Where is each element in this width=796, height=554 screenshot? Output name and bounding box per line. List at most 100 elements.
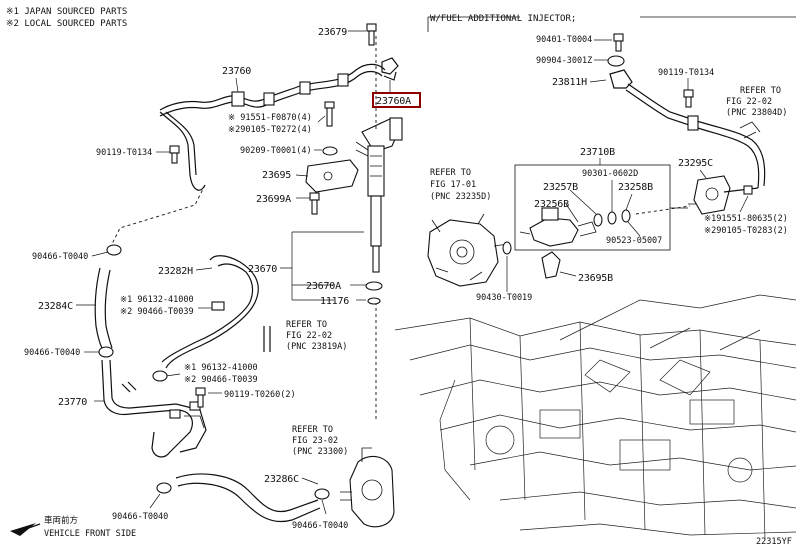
label-90105-T0272[interactable]: ※290105-T0272(4): [228, 125, 312, 135]
label-90119-T0134-right[interactable]: 90119-T0134: [658, 68, 714, 78]
label-23760A[interactable]: 23760A: [376, 96, 411, 107]
ref-23-02-line3: (PNC 23300): [292, 447, 348, 457]
label-90523-05007[interactable]: 90523-05007: [606, 236, 662, 246]
label-23679[interactable]: 23679: [318, 27, 347, 38]
label-90904-3001Z[interactable]: 90904-3001Z: [536, 56, 592, 66]
ref-22-02-top-line1[interactable]: REFER TO: [740, 86, 781, 96]
hose-23286C: [175, 473, 321, 523]
pipe-23770: [101, 359, 207, 458]
label-23256B[interactable]: 23256B: [534, 199, 569, 210]
fuel-pump-illustration: [340, 447, 395, 528]
injector-23670: [355, 117, 403, 273]
ref-17-01-line2[interactable]: FIG 17-01: [430, 180, 476, 190]
label-90105-T0283[interactable]: ※290105-T0283(2): [704, 226, 788, 236]
engine-block-illustration: [394, 294, 796, 541]
filter-housing-illustration: [427, 213, 509, 287]
label-23286C[interactable]: 23286C: [264, 474, 299, 485]
ref-22-02-top-line2[interactable]: FIG 22-02: [726, 97, 772, 107]
label-23770[interactable]: 23770: [58, 397, 87, 408]
label-23760[interactable]: 23760: [222, 66, 251, 77]
clamp-90466-c: [156, 482, 172, 494]
label-90301-0602D[interactable]: 90301-0602D: [582, 169, 638, 179]
label-23257B[interactable]: 23257B: [543, 182, 578, 193]
label-90466-T0040-a[interactable]: 90466-T0040: [32, 252, 88, 262]
legend-note-japan: ※1 JAPAN SOURCED PARTS: [6, 7, 127, 17]
additional-injector-23256B: [519, 207, 597, 247]
label-90466-T0039-b[interactable]: ※2 90466-T0039: [184, 375, 258, 385]
legend-note-local: ※2 LOCAL SOURCED PARTS: [6, 19, 127, 29]
label-23811H[interactable]: 23811H: [552, 77, 587, 88]
label-90430-T0019[interactable]: 90430-T0019: [476, 293, 532, 303]
ref-22-02-mid-line3: (PNC 23819A): [286, 342, 347, 352]
label-91551-F0870[interactable]: ※ 91551-F0870(4): [228, 113, 312, 123]
vehicle-front-arrow-icon: [10, 523, 41, 536]
clamp-23695: [305, 159, 359, 193]
label-91551-80635[interactable]: ※191551-80635(2): [704, 214, 788, 224]
ref-22-02-top-line3: (PNC 23804D): [726, 108, 787, 118]
bolt-90119-T0260: [195, 387, 206, 408]
valve-23295C: [670, 175, 759, 215]
clamp-90466-a: [106, 244, 122, 256]
label-90466-T0040-d[interactable]: 90466-T0040: [292, 521, 348, 531]
ref-17-01-line3: (PNC 23235D): [430, 192, 491, 202]
ref-23-02-line1[interactable]: REFER TO: [292, 425, 333, 435]
clamp-96132-b: [152, 370, 168, 382]
injector-assembly-box: [514, 164, 671, 251]
bolt-23699A: [309, 192, 320, 215]
label-23699A[interactable]: 23699A: [256, 194, 291, 205]
washer-90209: [322, 146, 338, 156]
label-23670[interactable]: 23670: [248, 264, 277, 275]
label-23258B[interactable]: 23258B: [618, 182, 653, 193]
pipe-23811H: [609, 69, 766, 189]
label-23282H[interactable]: 23282H: [158, 266, 193, 277]
ref-23-02-line2[interactable]: FIG 23-02: [292, 436, 338, 446]
seal-23257B: [593, 213, 603, 227]
label-23695[interactable]: 23695: [262, 170, 291, 181]
gasket-90430: [502, 241, 512, 255]
bolt-23679: [366, 23, 377, 46]
bolt-91551: [324, 101, 335, 127]
ref-22-02-mid-line2[interactable]: FIG 22-02: [286, 331, 332, 341]
bolt-90401: [613, 33, 624, 52]
gasket-90904: [607, 55, 625, 67]
bolt-90119-left: [169, 145, 180, 164]
label-23695B[interactable]: 23695B: [578, 273, 613, 284]
vehicle-front-jp: 車両前方: [44, 515, 78, 526]
ring-11176: [367, 297, 381, 305]
label-23284C[interactable]: 23284C: [38, 301, 73, 312]
gasket-23670A: [365, 281, 383, 291]
vehicle-front-en: VEHICLE FRONT SIDE: [44, 529, 136, 539]
label-23670A[interactable]: 23670A: [306, 281, 341, 292]
seal-23258B: [621, 209, 631, 223]
bolt-90119-right: [683, 89, 694, 108]
hose-23282H: [161, 255, 259, 369]
label-90401-T0004[interactable]: 90401-T0004: [536, 35, 592, 45]
label-96132-b[interactable]: ※1 96132-41000: [184, 363, 258, 373]
ref-22-02-mid-line1[interactable]: REFER TO: [286, 320, 327, 330]
clamp-96132-a: [211, 301, 225, 311]
label-90209-T0001[interactable]: 90209-T0001(4): [240, 146, 312, 156]
fuel-line-23760: [159, 57, 399, 191]
box-title: W/FUEL ADDITIONAL INJECTOR;: [430, 14, 576, 24]
additional-injector-box: [427, 16, 796, 32]
label-90119-T0134-left[interactable]: 90119-T0134: [96, 148, 152, 158]
label-23295C[interactable]: 23295C: [678, 158, 713, 169]
pipe-stub-refer: [263, 326, 271, 352]
label-96132-a[interactable]: ※1 96132-41000: [120, 295, 194, 305]
highlight-23760A: [372, 92, 421, 108]
label-90466-T0040-b[interactable]: 90466-T0040: [24, 348, 80, 358]
label-11176[interactable]: 11176: [320, 296, 349, 307]
hose-23284C: [94, 267, 113, 349]
ref-17-01-line1[interactable]: REFER TO: [430, 168, 471, 178]
label-90466-T0039-a[interactable]: ※2 90466-T0039: [120, 307, 194, 317]
label-90466-T0040-c[interactable]: 90466-T0040: [112, 512, 168, 522]
clamp-90466-d: [314, 488, 330, 500]
clamp-90466-b: [98, 346, 114, 358]
clamp-23695B: [541, 251, 561, 279]
label-90119-T0260[interactable]: 90119-T0260(2): [224, 390, 296, 400]
label-23710B[interactable]: 23710B: [580, 147, 615, 158]
illustration-code: 22315YF: [756, 537, 792, 547]
ring-90301: [607, 211, 617, 225]
